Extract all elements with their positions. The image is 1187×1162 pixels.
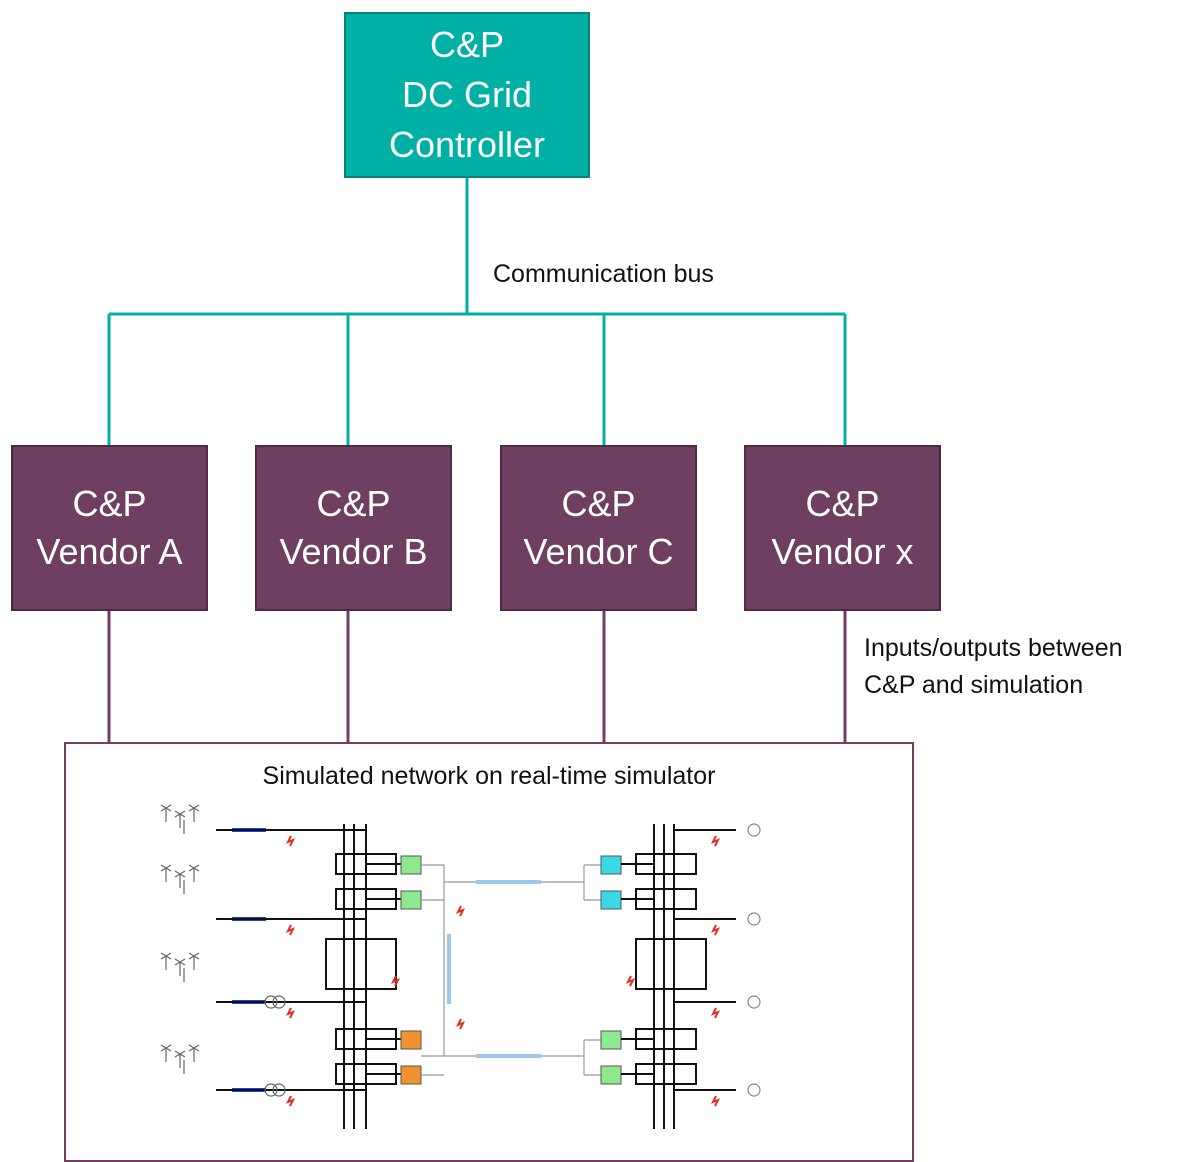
vendor-b-box: C&P Vendor B (255, 445, 452, 611)
vendor-c-box: C&P Vendor C (500, 445, 697, 611)
vendor-a-line-2: Vendor A (36, 531, 183, 572)
transformer-icons (264, 995, 286, 1097)
left-substation (216, 824, 406, 1129)
communication-bus-label: Communication bus (493, 260, 714, 288)
io-label-line-1: Inputs/outputs between (864, 634, 1123, 662)
vendor-x-line-2: Vendor x (771, 531, 914, 572)
io-label-line-2: C&P and simulation (864, 671, 1084, 699)
vendor-a-line-1: C&P (72, 483, 147, 524)
vendor-b-line-2: Vendor B (279, 531, 428, 572)
simulator-box: Simulated network on real-time simulator (64, 742, 914, 1162)
dc-cables (447, 880, 541, 1058)
wind-cables (232, 828, 266, 1092)
left-converters (400, 855, 422, 1085)
io-label: Inputs/outputs between C&P and simulatio… (864, 630, 1123, 704)
fault-markers (285, 835, 721, 1107)
vendor-b-line-1: C&P (316, 483, 391, 524)
vendor-c-line-1: C&P (561, 483, 636, 524)
controller-line-1: C&P (429, 24, 505, 65)
network-schematic (160, 804, 761, 1129)
vendor-c-line-2: Vendor C (523, 531, 674, 572)
dc-grid-controller-box: C&P DC Grid Controller (344, 12, 590, 178)
ac-source-icons (747, 823, 761, 1097)
io-links (107, 611, 847, 742)
vendor-a-box: C&P Vendor A (11, 445, 208, 611)
wind-farm-icons (160, 804, 200, 1074)
vendor-x-line-1: C&P (805, 483, 880, 524)
vendor-x-box: C&P Vendor x (744, 445, 941, 611)
right-converters (600, 855, 622, 1085)
controller-line-3: Controller (388, 124, 546, 165)
controller-line-2: DC Grid (401, 74, 532, 115)
right-substation (621, 824, 736, 1129)
simulator-title: Simulated network on real-time simulator (262, 762, 716, 790)
communication-bus (107, 178, 847, 445)
